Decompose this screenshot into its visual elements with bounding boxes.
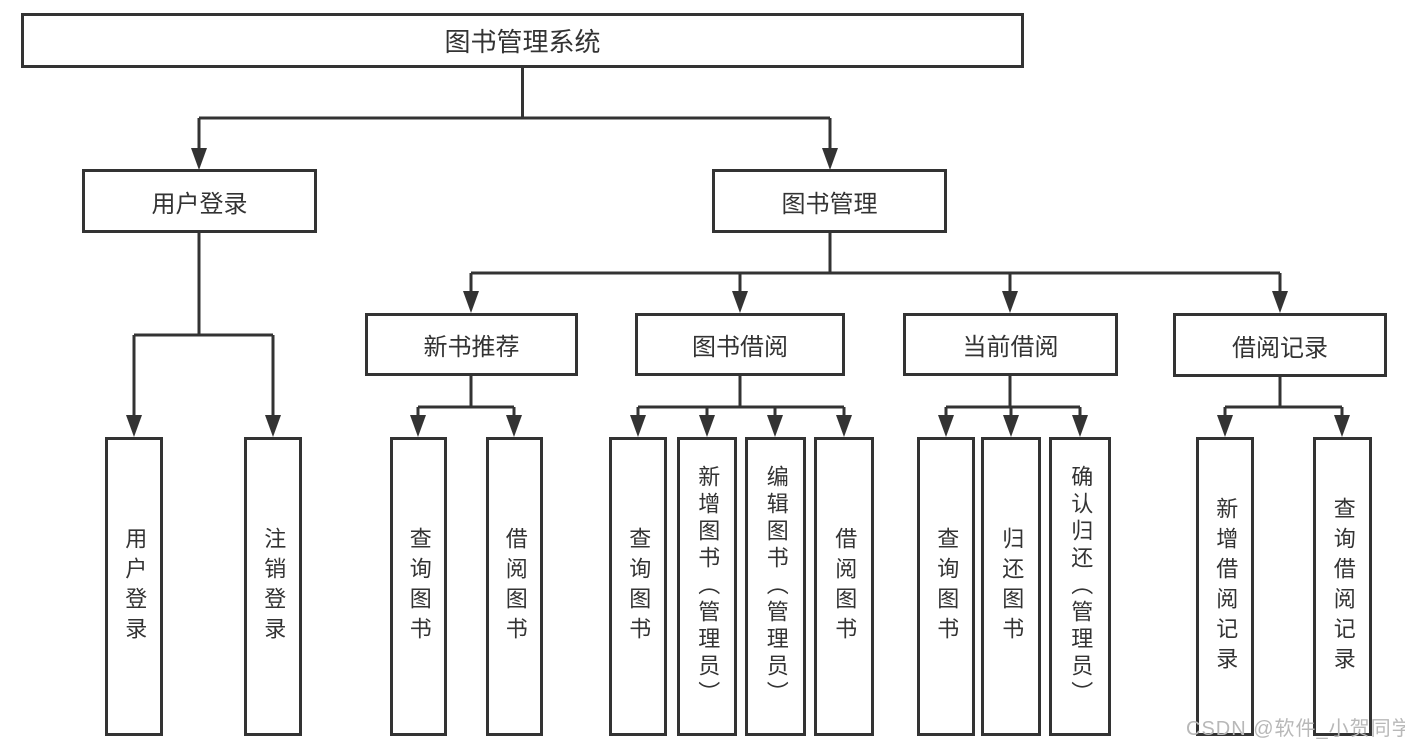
leaf-add-books-admin-label: 新增图书（管理员） (695, 465, 721, 708)
leaf-query-books-recommend-label: 查询图书 (406, 526, 432, 647)
leaf-borrow-books: 借阅图书 (814, 437, 874, 736)
leaf-query-borrow-record: 查询借阅记录 (1313, 437, 1372, 736)
leaf-user-login: 用户登录 (105, 437, 163, 736)
node-new-book-recommend: 新书推荐 (365, 313, 578, 376)
leaf-borrow-books-recommend-label: 借阅图书 (502, 526, 528, 647)
leaf-confirm-return-admin: 确认归还（管理员） (1049, 437, 1111, 736)
leaf-add-borrow-record-label: 新增借阅记录 (1213, 496, 1239, 677)
leaf-query-books-borrow: 查询图书 (609, 437, 667, 736)
csdn-watermark: CSDN @软件_小贺同学 (1186, 718, 1405, 740)
leaf-logout: 注销登录 (244, 437, 302, 736)
node-borrow-record: 借阅记录 (1173, 313, 1387, 377)
node-current-borrow: 当前借阅 (903, 313, 1118, 376)
leaf-add-books-admin: 新增图书（管理员） (677, 437, 737, 736)
leaf-query-borrow-record-label: 查询借阅记录 (1330, 496, 1356, 677)
leaf-edit-books-admin-label: 编辑图书（管理员） (763, 465, 789, 708)
leaf-add-borrow-record: 新增借阅记录 (1196, 437, 1254, 736)
node-book-borrow: 图书借阅 (635, 313, 845, 376)
leaf-query-books-recommend: 查询图书 (390, 437, 447, 736)
leaf-return-books: 归还图书 (981, 437, 1041, 736)
leaf-query-books-current: 查询图书 (917, 437, 975, 736)
leaf-return-books-label: 归还图书 (999, 526, 1025, 647)
leaf-confirm-return-admin-label: 确认归还（管理员） (1068, 465, 1094, 708)
leaf-logout-label: 注销登录 (261, 526, 287, 647)
leaf-borrow-books-label: 借阅图书 (832, 526, 858, 647)
leaf-query-books-borrow-label: 查询图书 (626, 526, 652, 647)
leaf-edit-books-admin: 编辑图书（管理员） (745, 437, 806, 736)
node-book-management: 图书管理 (712, 169, 947, 233)
node-user-login: 用户登录 (82, 169, 317, 233)
leaf-borrow-books-recommend: 借阅图书 (486, 437, 543, 736)
leaf-query-books-current-label: 查询图书 (934, 526, 960, 647)
node-library-management-system: 图书管理系统 (21, 13, 1024, 68)
leaf-user-login-label: 用户登录 (122, 526, 148, 647)
